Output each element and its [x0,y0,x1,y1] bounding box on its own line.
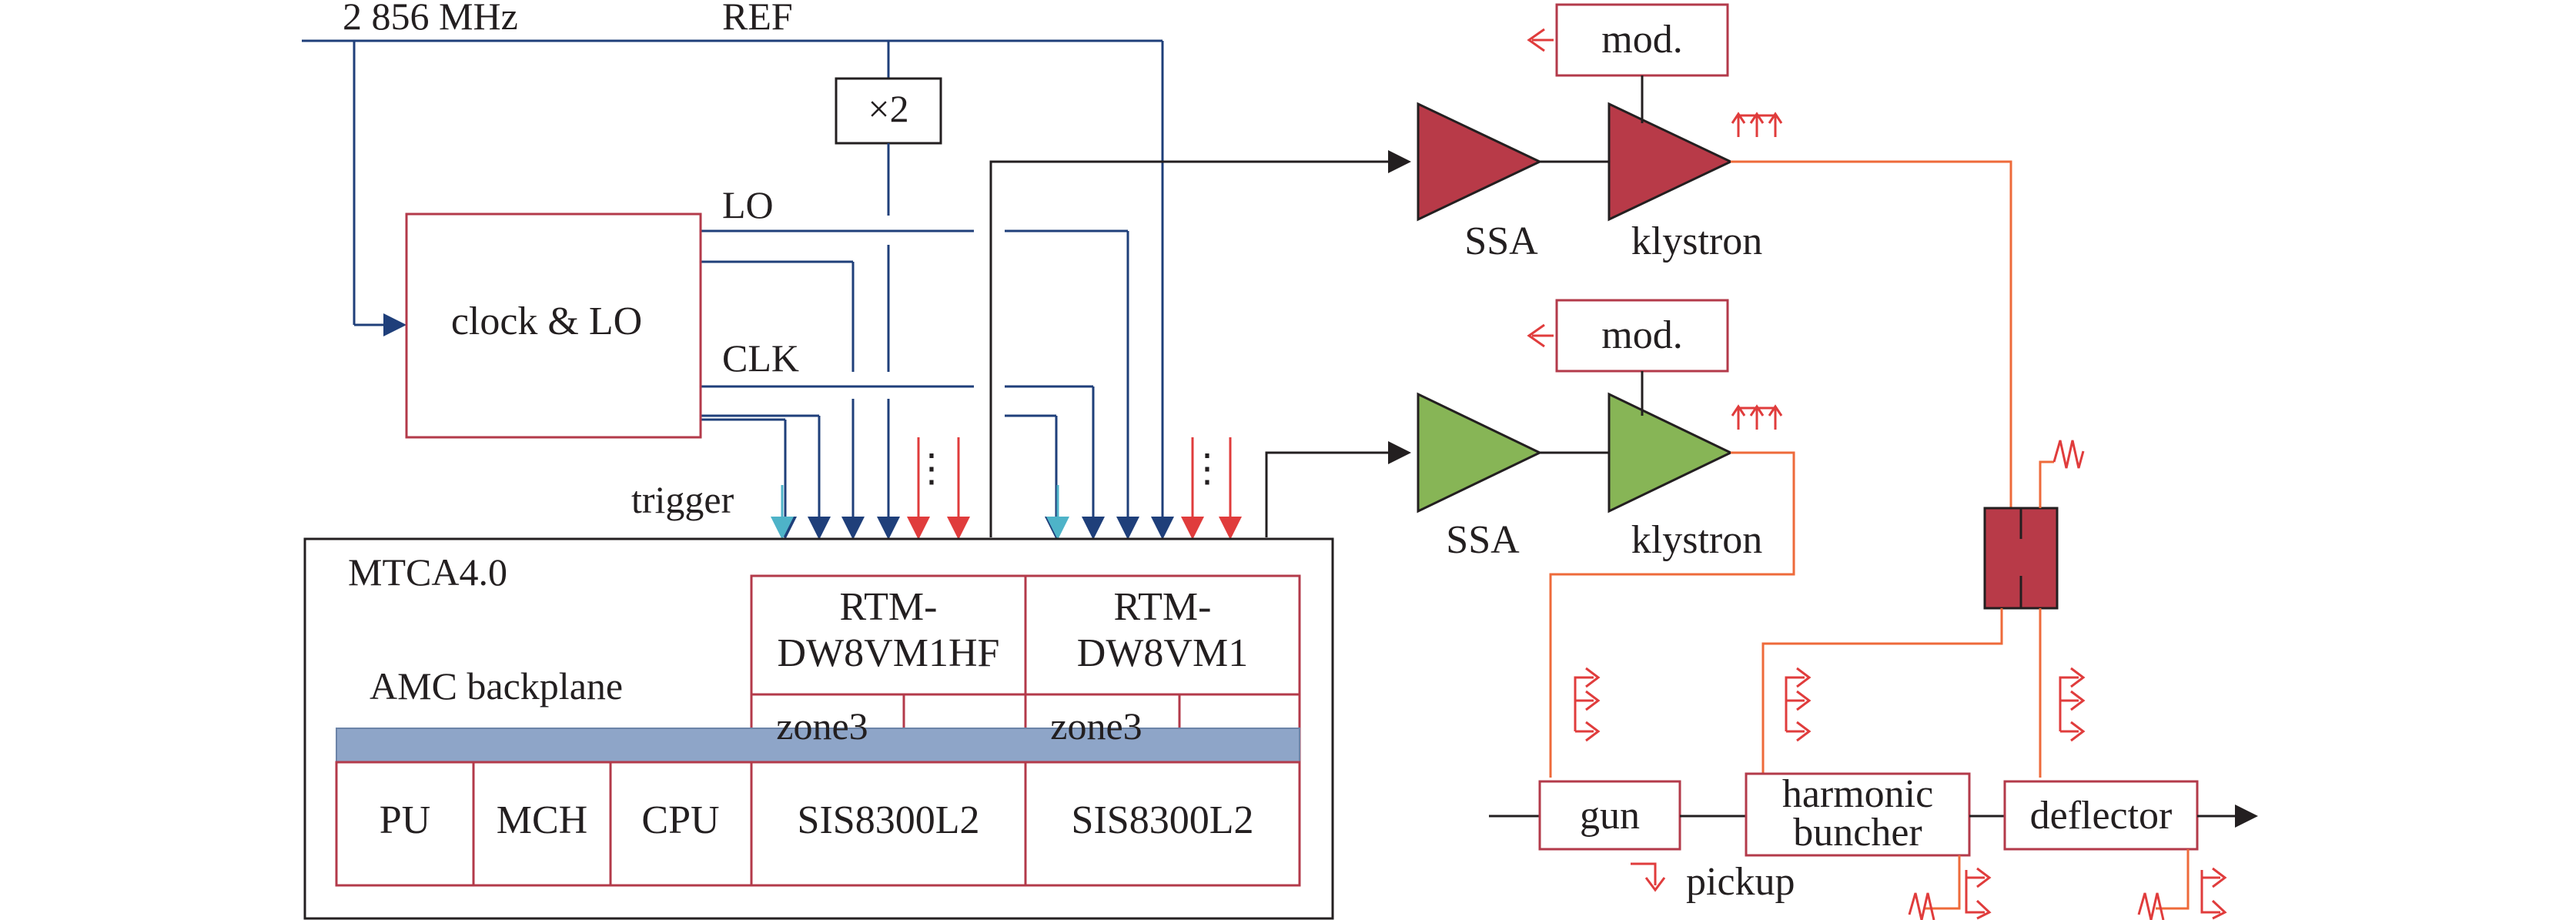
klystron-bottom-amplifier-triangle-icon [1607,392,1734,514]
rtm-dw8vm1-box [1024,574,1301,696]
doubler-box [835,77,942,145]
ssa-bottom-label: SSA [1446,518,1520,562]
sis8300l2-module-a [750,761,1027,887]
rtm2-line1: RTM- [1114,585,1212,629]
klystron-top-amplifier-triangle-icon [1607,102,1734,222]
mod-top-label: mod. [1601,18,1682,62]
pu-label: PU [380,798,430,842]
ssa-top-label: SSA [1464,219,1538,263]
sis-label-a: SIS8300L2 [798,798,980,842]
zone3-label-a: zone3 [776,704,868,748]
drive-line-top [989,150,1411,537]
lo-label: LO [722,183,774,226]
doubler-label: ×2 [868,87,908,130]
mod-bottom-arrow-icon [1527,323,1545,348]
clock-lo-label: clock & LO [451,299,642,343]
klystron-bottom-pickup-arrows [1731,404,1783,430]
amc-backplane-label: AMC backplane [370,664,623,708]
ref-label: REF [722,0,793,38]
freq-label: 2 856 MHz [343,0,518,38]
amc-backplane-bar [336,728,1300,763]
sis-label-b: SIS8300L2 [1072,798,1254,842]
gun-box [1538,780,1681,851]
rtm-dw8vm1hf-box [750,574,1027,696]
hb-line2: buncher [1793,811,1922,855]
ssa-bottom-amplifier-triangle-icon [1417,392,1543,514]
deflector-box [2003,780,2199,851]
mod-bottom-label: mod. [1601,313,1682,357]
dots-2: ⋮ [1188,447,1226,490]
harmonic-buncher-box [1745,772,1971,857]
rtm2-line2: DW8VM1 [1077,631,1248,675]
cpu-module [609,761,753,887]
cpu-label: CPU [641,798,719,842]
buncher-output-rf-waveform-icon [1908,855,1992,920]
sis8300l2-module-b [1024,761,1301,887]
rf-line-bottom-to-gun [1549,451,1795,778]
mch-module [472,761,612,887]
clk-label: CLK [722,336,799,380]
drive-line-bottom [1265,441,1411,537]
klystron-top-label: klystron [1631,219,1762,263]
gun-pickup-arrows [1574,667,1601,742]
mch-label: MCH [497,798,587,842]
pickup-arrow-icon [1644,877,1666,892]
circulator-load-rf-waveform-icon [2052,440,2085,469]
hb-line1: harmonic [1782,772,1933,816]
dots-1: ⋮ [912,447,951,490]
gun-label: gun [1580,794,1640,838]
mod-top-arrow-icon [1527,28,1545,52]
deflector-label: deflector [2030,794,2173,838]
ssa-top-amplifier-triangle-icon [1417,102,1543,222]
deflector-pickup-arrows [2059,667,2086,742]
rtm1-line2: DW8VM1HF [778,631,1000,675]
mod-top-box [1555,3,1729,77]
trigger-label: trigger [631,478,734,521]
pickup-arrow-line [1631,862,1657,885]
deflector-output-rf-waveform-icon [2137,849,2227,920]
klystron-bottom-label: klystron [1631,518,1762,562]
pickup-label: pickup [1686,860,1795,904]
rf-line-to-harmonic-buncher [1761,608,2003,778]
zone3-label-b: zone3 [1050,704,1142,748]
circulator-load-line [2039,460,2054,508]
clock-lo-box [405,212,702,439]
rf-line-top-to-circulator [1731,160,2012,508]
rtm1-line1: RTM- [840,585,938,629]
buncher-pickup-arrows [1785,667,1812,742]
feedback-arrows-into-mtca [907,437,1242,540]
klystron-top-pickup-arrows [1731,112,1783,137]
reference-distribution [302,39,1174,540]
mtca-label: MTCA4.0 [348,550,507,594]
